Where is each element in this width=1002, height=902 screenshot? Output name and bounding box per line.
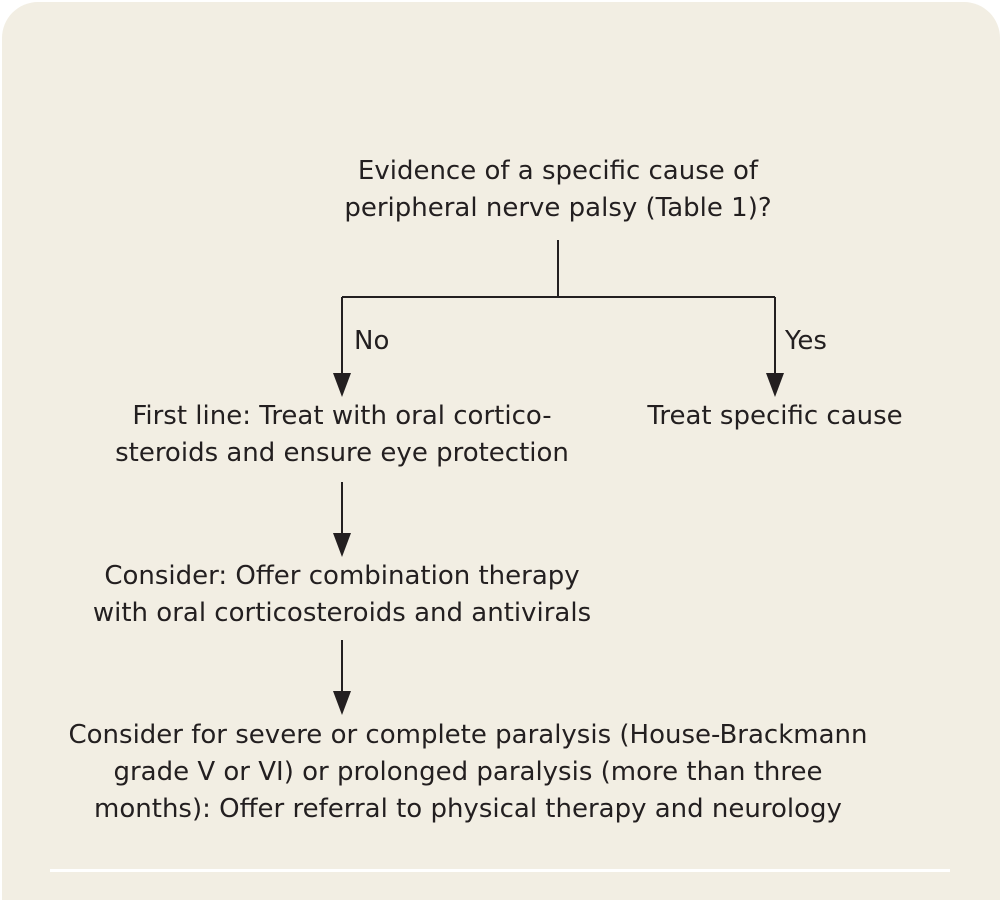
referral-line-1: Consider for severe or complete paralysi… [68,720,868,750]
question-line-1: Evidence of a specific cause of [357,156,759,186]
referral-node: Consider for severe or complete paralysi… [18,717,918,828]
combination-to-referral-arrowhead [333,691,351,715]
bottom-divider [50,869,950,872]
combination-line-1: Consider: Offer combination therapy [104,561,580,591]
first-line-treatment-node: First line: Treat with oral cortico- ste… [82,398,602,472]
specific-cause-node: Treat specific cause [615,398,935,435]
specific-cause-line-1: Treat specific cause [647,401,903,431]
question-line-2: peripheral nerve palsy (Table 1)? [344,193,772,223]
referral-line-3: months): Offer referral to physical ther… [94,794,842,824]
question-node: Evidence of a specific cause of peripher… [318,153,798,227]
first-line-line-1: First line: Treat with oral cortico- [132,401,552,431]
combination-line-2: with oral corticosteroids and antivirals [92,598,592,628]
first-line-line-2: steroids and ensure eye protection [115,438,569,468]
combination-therapy-node: Consider: Offer combination therapy with… [62,558,622,632]
no-edge-label: No [354,326,390,356]
no-branch-arrowhead [333,373,351,397]
yes-edge-label: Yes [785,326,827,356]
first-line-to-combination-arrowhead [333,533,351,557]
yes-branch-arrowhead [766,373,784,397]
referral-line-2: grade V or VI) or prolonged paralysis (m… [113,757,823,787]
